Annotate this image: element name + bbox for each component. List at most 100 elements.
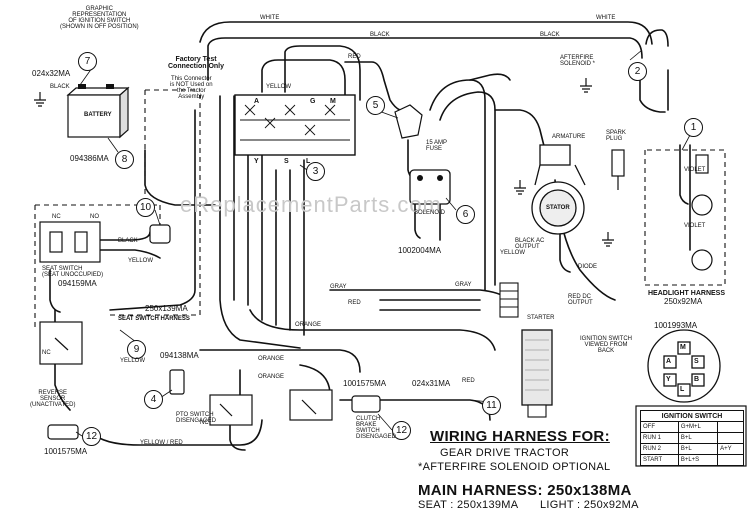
wire-label-black-1: BLACK <box>370 32 390 38</box>
wire-label-white-2: WHITE <box>596 15 616 21</box>
wire-yellow-down <box>49 269 61 313</box>
pn-battery: 094386MA <box>70 154 109 163</box>
wire-white-top-2 <box>645 29 669 47</box>
label-fuse: 15 AMP FUSE <box>426 140 448 152</box>
dashed-main <box>144 89 200 195</box>
wire-label-black-battery: BLACK <box>50 84 70 90</box>
callout-9: 9 <box>127 340 146 359</box>
label-diode: DIODE <box>578 264 598 270</box>
wire-label-yellow-seat: YELLOW <box>128 258 154 264</box>
wire-label-orange-3: ORANGE <box>258 374 285 380</box>
terminal-y: Y <box>254 158 259 165</box>
label-afterfire: AFTERFIRE SOLENOID * <box>560 55 596 67</box>
title-gear-drive: GEAR DRIVE TRACTOR <box>440 447 570 459</box>
wire-black-armature <box>494 109 546 151</box>
title-afterfire-note: *AFTERFIRE SOLENOID OPTIONAL <box>418 461 611 473</box>
terminal-a: A <box>254 98 260 105</box>
pn-ignition-switch: 1001993MA <box>654 321 698 330</box>
callout-8: 8 <box>115 150 134 169</box>
title-light-harness: LIGHT : 250x92MA <box>540 499 639 511</box>
wire-label-no-seat: NO <box>90 214 99 220</box>
wire-to-headlight <box>639 69 666 113</box>
wire-label-nc-pto: NC <box>200 420 209 426</box>
ign-extra <box>717 421 744 433</box>
wire-reverse <box>54 309 71 411</box>
wire-label-violet-2: VIOLET <box>684 223 706 229</box>
callout-11: 11 <box>482 396 501 415</box>
wire-label-orange-2: ORANGE <box>258 356 285 362</box>
pn-starter-cable: 024x31MA <box>412 379 451 388</box>
ignition-table-frame <box>635 405 747 467</box>
headlight-bulbs <box>691 154 713 271</box>
label-starter: STARTER <box>527 315 555 321</box>
stator-symbol <box>531 144 586 235</box>
table-row: OFF G+M+L <box>640 421 744 433</box>
dashed-seat-harness-2 <box>110 95 201 316</box>
wire-label-gray-2: GRAY <box>455 282 472 288</box>
wire-label-orange-1: ORANGE <box>295 322 322 328</box>
title-main-harness: MAIN HARNESS: 250x138MA <box>418 482 632 499</box>
wire-seat-yellow <box>99 249 161 259</box>
label-clutch-switch: CLUTCH BRAKE SWITCH DISENGAGED <box>356 416 397 440</box>
back-terminal-l: L <box>680 386 685 393</box>
headlight-wire-a <box>679 144 689 205</box>
table-row: START B+L+S <box>640 454 744 466</box>
label-headlight-harness: HEADLIGHT HARNESS <box>648 290 726 297</box>
title-seat-harness: SEAT : 250x139MA <box>418 499 519 511</box>
harness-vertical-1 <box>219 95 301 349</box>
dashed-headlight <box>644 149 726 286</box>
wire-yellow-bottom <box>199 349 361 373</box>
table-row: RUN 2 B+L A+Y <box>640 443 744 455</box>
ign-extra: A+Y <box>717 443 744 455</box>
wire-label-yellow-right: YELLOW <box>500 250 526 256</box>
label-seat-switch: SEAT SWITCH (SEAT UNOCCUPIED) <box>42 266 104 278</box>
ignition-switch-graphic <box>234 94 356 156</box>
wire-black-top <box>207 37 643 81</box>
wire-black-top-loop <box>284 45 361 101</box>
callout-12-reverse: 12 <box>82 427 101 446</box>
wire-label-gray-1: GRAY <box>330 284 347 290</box>
wire-black-battery <box>144 149 216 206</box>
wire-label-red-top: RED <box>348 54 361 60</box>
label-reverse-sensor: REVERSE SENSOR (UNACTIVATED) <box>30 390 76 408</box>
back-terminal-s: S <box>694 358 699 365</box>
label-pto-switch: PTO SWITCH DISENGAGED <box>176 412 217 424</box>
pto-switch-symbol <box>209 394 253 426</box>
callout-10: 10 <box>136 198 155 217</box>
wire-red-top-loop <box>261 59 346 101</box>
wire-solenoid-a <box>414 184 421 239</box>
table-row: RUN 1 B+L <box>640 432 744 444</box>
callout-6: 6 <box>456 205 475 224</box>
back-terminal-a: A <box>666 358 672 365</box>
terminal-g: G <box>310 98 316 105</box>
wire-gray-2 <box>439 91 496 286</box>
label-factory-note: This Connector is NOT Used on the Tracto… <box>170 76 213 100</box>
wire-white-top <box>199 21 653 45</box>
ign-circuit: B+L <box>677 432 719 444</box>
wire-white-left <box>109 109 196 311</box>
seat-switch-symbol <box>39 221 101 263</box>
wire-label-yellow-bottom: YELLOW <box>120 358 146 364</box>
ign-circuit: G+M+L <box>677 421 719 433</box>
label-ign-viewed: IGNITION SWITCH VIEWED FROM BACK <box>580 336 632 354</box>
reverse-switch-symbol <box>39 321 83 365</box>
pn-battery-cable: 024x32MA <box>32 69 71 78</box>
wire-label-nc-seat: NC <box>52 214 61 220</box>
label-stator: STATOR <box>546 205 570 211</box>
label-red-dc: RED DC OUTPUT <box>568 294 593 306</box>
label-graphic-rep: GRAPHIC REPRESENTATION OF IGNITION SWITC… <box>60 6 139 30</box>
callout-12-clutch: 12 <box>392 421 411 440</box>
watermark: eReplacementParts.com <box>180 192 442 217</box>
label-solenoid: SOLENOID <box>414 210 446 216</box>
wire-label-nc-reverse: NC <box>42 350 51 356</box>
back-terminal-b: B <box>694 376 700 383</box>
ign-circuit: B+L+S <box>677 454 719 466</box>
clutch-switch-symbol <box>289 389 333 421</box>
back-terminal-m: M <box>680 344 686 351</box>
title-wiring-harness: WIRING HARNESS FOR: <box>430 428 610 445</box>
terminal-l: L <box>306 158 311 165</box>
ground-symbols <box>34 78 614 247</box>
ign-pos: RUN 1 <box>640 432 679 444</box>
label-seat-switch-harness: SEAT SWITCH HARNESS <box>118 316 190 322</box>
